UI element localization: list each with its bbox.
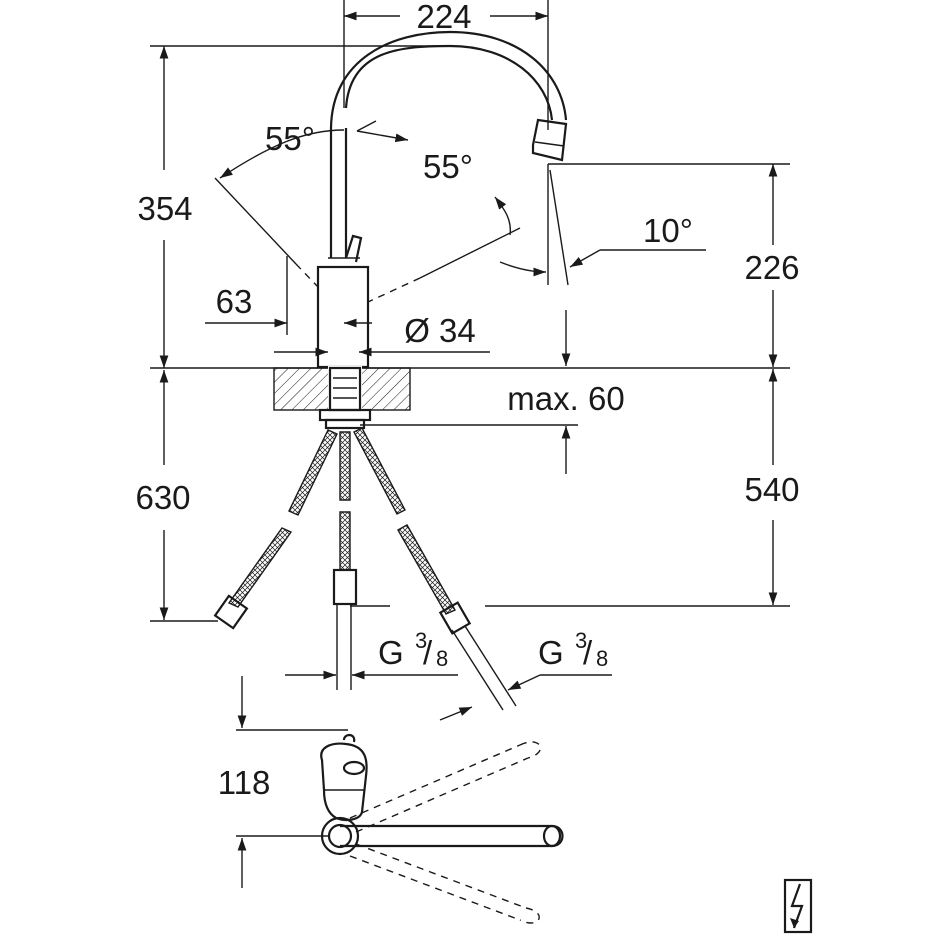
thread-numerator-right: 3 (575, 628, 587, 653)
thread-slash-right: / (583, 634, 593, 671)
dimension-base-diameter: Ø 34 (274, 312, 490, 357)
lightning-bolt-icon (783, 878, 813, 934)
dim-540-label: 540 (744, 471, 799, 508)
dim-226-label: 226 (744, 249, 799, 286)
dimension-base-offset: 63 (205, 256, 372, 335)
angle-55-left-label: 55° (265, 120, 315, 157)
connection-label-left: G 3 / 8 (285, 628, 458, 680)
max-60-label: max. 60 (507, 380, 624, 417)
dim-63-label: 63 (216, 283, 253, 320)
dimension-hose-length-total: 630 (135, 370, 218, 622)
thread-g-left: G (378, 634, 404, 671)
thread-slash-left: / (423, 634, 433, 671)
dim-d34-label: Ø 34 (404, 312, 476, 349)
thread-denominator-left: 8 (436, 646, 448, 671)
dimension-spout-reach: 224 (343, 0, 549, 130)
mounting-deck (273, 366, 411, 430)
supply-hoses (213, 427, 517, 711)
thread-g-right: G (538, 634, 564, 671)
swivel-angle-annotations: 55° 55° (214, 120, 521, 303)
dim-354-label: 354 (137, 190, 192, 227)
dimension-outlet-height: 226 (548, 163, 800, 367)
dimension-lever-depth: 118 (218, 676, 348, 888)
dim-118-label: 118 (218, 764, 271, 801)
thread-denominator-right: 8 (596, 646, 608, 671)
connection-label-right: G 3 / 8 (439, 628, 612, 721)
dimension-deck-thickness: max. 60 (360, 380, 625, 474)
dim-224-label: 224 (416, 0, 471, 35)
thread-numerator-left: 3 (415, 628, 427, 653)
top-view-mixer (320, 733, 564, 924)
angle-55-right-label: 55° (423, 148, 473, 185)
dimension-hose-length-below: 540 (350, 369, 800, 607)
spout-tilt-annotation: 10° (499, 164, 706, 366)
faucet-body (316, 30, 568, 369)
dim-630-label: 630 (135, 479, 190, 516)
dimension-total-height: 354 (137, 45, 444, 368)
angle-10-label: 10° (643, 212, 693, 249)
